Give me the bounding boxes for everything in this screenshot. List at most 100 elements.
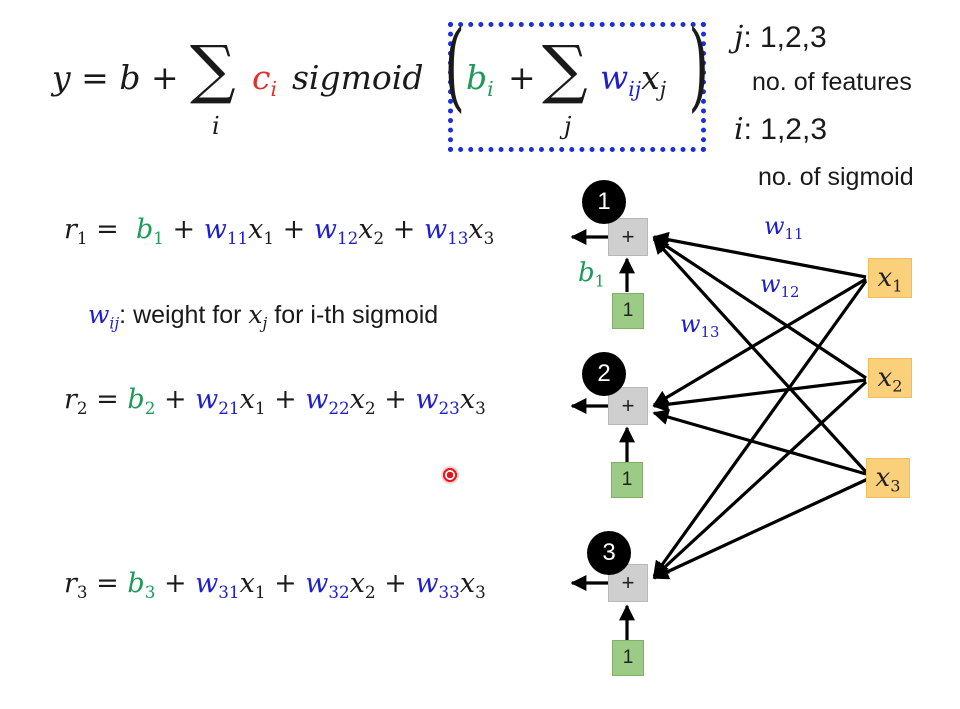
node-badge-3: 3: [587, 531, 631, 575]
j-label: j: [734, 20, 744, 55]
edge-x3-to-node1: [652, 237, 868, 474]
i-description: no. of sigmoid: [758, 163, 914, 191]
math-token: w: [423, 214, 448, 245]
math-token: 12: [336, 227, 359, 248]
edge-x2-to-node2: [652, 378, 867, 413]
math-token: 3: [483, 227, 495, 248]
i-label: i: [734, 112, 744, 147]
i-range: : 1,2,3: [743, 113, 828, 146]
w-ij-x-j-term: wijxj: [600, 58, 666, 101]
math-token: x: [239, 568, 255, 599]
equation-r2: r2 = b2 + w21x1 + w22x2 + w23x3: [64, 384, 486, 418]
math-token: 21: [218, 397, 240, 418]
math-token: +: [163, 568, 187, 599]
math-token: x: [248, 300, 263, 329]
edge-x3-to-node2: [652, 409, 867, 476]
i-range-note: i: 1,2,3: [734, 112, 827, 147]
math-token: for i-th sigmoid: [267, 301, 439, 329]
math-token: w: [305, 568, 329, 599]
sum-node-1: +: [608, 218, 648, 256]
math-token: w: [680, 310, 701, 338]
equation-r1: r1 = b1 + w11x1 + w12x2 + w13x3: [64, 214, 494, 248]
math-token: +: [172, 214, 196, 245]
math-token: 2: [364, 581, 376, 602]
edge-x1-to-node3: [652, 280, 868, 578]
b-i-term: bi: [466, 58, 494, 101]
sigmoid-func: sigmoid: [292, 58, 424, 97]
math-token: r: [64, 384, 77, 415]
edge-x2-to-node1: [652, 236, 867, 380]
math-token: r: [64, 568, 77, 599]
plus-sign: +: [150, 58, 179, 97]
math-token: 3: [475, 397, 486, 418]
math-token: x: [468, 214, 484, 245]
b-symbol: b: [119, 58, 141, 97]
y-symbol: y: [52, 58, 71, 97]
weight-note: wij: weight for xj for i-th sigmoid: [88, 300, 438, 332]
math-token: 3: [144, 581, 156, 602]
math-token: =: [96, 568, 119, 599]
math-token: 1: [263, 227, 275, 248]
edge-x2-to-node3: [652, 380, 868, 579]
left-paren: (: [444, 10, 466, 122]
math-token: =: [96, 214, 119, 245]
bias-label-b1: b1: [578, 258, 605, 291]
math-token: +: [282, 214, 306, 245]
math-token: b: [127, 568, 145, 599]
math-token: +: [384, 384, 407, 415]
node-badge-2: 2: [582, 352, 626, 396]
math-token: w: [195, 568, 219, 599]
x-base: x: [641, 58, 660, 97]
math-token: w: [88, 300, 110, 329]
math-token: 33: [438, 581, 460, 602]
edge-x3-to-node3: [652, 476, 871, 580]
math-token: w: [305, 384, 329, 415]
math-token: 13: [447, 227, 469, 248]
edge-x1-to-node2: [652, 277, 867, 407]
top-formula: y = b +: [52, 58, 179, 97]
math-token: 1: [892, 276, 903, 296]
math-token: 23: [438, 397, 460, 418]
math-token: 2: [892, 376, 903, 396]
inner-sum-symbol: ∑: [542, 33, 588, 107]
math-token: 22: [328, 397, 350, 418]
weight-label-w11: w11: [764, 212, 803, 243]
math-token: 3: [890, 476, 901, 496]
sum-node-3: +: [608, 564, 648, 602]
j-range-note: j: 1,2,3: [734, 20, 827, 55]
math-token: j: [262, 314, 268, 333]
w-sub: ij: [628, 77, 642, 102]
j-range: : 1,2,3: [743, 21, 827, 54]
bias-input-2: 1: [611, 462, 643, 498]
math-token: 2: [373, 227, 385, 248]
math-token: : weight for: [119, 301, 249, 329]
math-token: 2: [76, 397, 88, 418]
b-sub: i: [487, 77, 494, 102]
math-token: x: [349, 568, 365, 599]
math-token: x: [239, 384, 255, 415]
input-x2: x2: [868, 358, 912, 398]
laser-pointer-cursor: [441, 466, 459, 484]
math-token: b: [135, 214, 154, 245]
c-sub: i: [270, 77, 278, 102]
math-token: 1: [254, 581, 266, 602]
input-x1: x1: [868, 258, 912, 298]
node-badge-1: 1: [582, 180, 626, 224]
math-token: w: [313, 214, 337, 245]
math-token: =: [96, 384, 119, 415]
math-token: x: [459, 384, 476, 415]
math-token: +: [392, 214, 416, 245]
weight-label-w13: w13: [680, 310, 719, 341]
math-token: 1: [76, 227, 88, 248]
math-token: 11: [784, 225, 804, 244]
math-token: 13: [700, 323, 720, 342]
math-token: x: [875, 463, 891, 493]
math-token: 1: [594, 271, 605, 291]
math-token: ij: [109, 314, 120, 333]
inner-sum-index: j: [564, 112, 572, 140]
math-token: b: [578, 258, 595, 288]
math-token: 32: [328, 581, 350, 602]
edge-x1-to-node1: [652, 231, 867, 279]
math-token: x: [877, 263, 893, 293]
